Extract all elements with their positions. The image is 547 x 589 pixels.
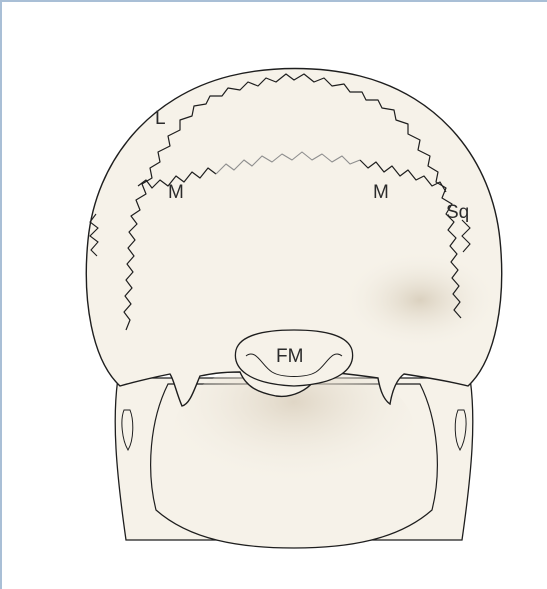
label-mastoid-left: M	[168, 182, 184, 203]
cranial-shadow	[340, 250, 500, 350]
label-foramen-magnum: FM	[276, 346, 303, 367]
label-lambdoid: L	[155, 108, 166, 129]
label-mastoid-right: M	[373, 182, 389, 203]
label-squamosal: Sq	[446, 202, 469, 223]
